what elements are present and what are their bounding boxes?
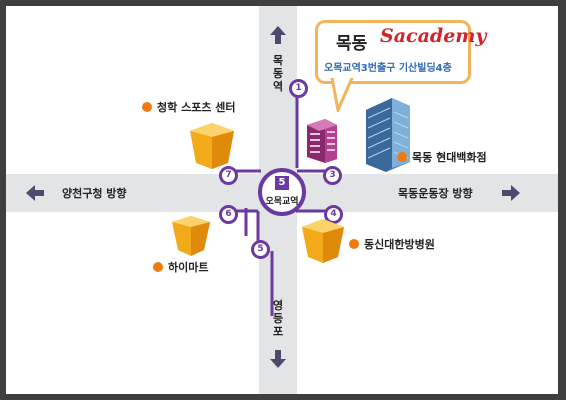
arrow-right-icon <box>502 185 520 201</box>
arrow-up-icon <box>270 26 286 44</box>
east-direction-label: 목동운동장 방향 <box>398 187 473 200</box>
landmark-label-sports-center: 청학 스포츠 센터 <box>157 101 236 114</box>
landmark-dot <box>142 102 152 112</box>
callout-pointer <box>330 78 354 112</box>
arrow-left-icon <box>26 185 44 201</box>
hospital-building-icon <box>302 219 344 263</box>
north-direction-label: 목동역 <box>272 54 284 93</box>
map: 1 3 4 5 6 7 5 오목교역 목동역 영등포 양천구청 방향 목동운동장… <box>6 6 558 394</box>
landmark-dot <box>349 239 359 249</box>
academy-building-icon <box>307 119 337 163</box>
exit-4-marker: 4 <box>324 205 343 224</box>
landmark-label-department-store: 목동 현대백화점 <box>412 151 487 164</box>
station-name: 오목교역 <box>265 197 299 207</box>
sports-center-building-icon <box>190 123 234 169</box>
station-marker: 5 오목교역 <box>258 168 306 216</box>
landmark-label-hospital: 동신대한방병원 <box>364 238 435 251</box>
landmark-dot <box>153 262 163 272</box>
west-direction-label: 양천구청 방향 <box>62 187 127 200</box>
exit-7-marker: 7 <box>219 166 238 185</box>
academy-callout: 목동 Sacademy 오목교역3번출구 기산빌딩4층 <box>315 20 486 84</box>
academy-logo: Sacademy <box>380 25 487 47</box>
landmark-dot <box>397 152 407 162</box>
exit-5-marker: 5 <box>251 240 270 259</box>
exit-3-marker: 3 <box>323 166 342 185</box>
landmark-label-himart: 하이마트 <box>168 261 209 274</box>
himart-building-icon <box>172 216 210 256</box>
academy-address: 오목교역3번출구 기산빌딩4층 <box>324 63 452 74</box>
exit-1-marker: 1 <box>289 79 308 98</box>
callout-title: 목동 <box>336 34 368 54</box>
arrow-down-icon <box>270 350 286 368</box>
south-direction-label: 영등포 <box>272 299 284 338</box>
exit-6-marker: 6 <box>219 205 238 224</box>
line-number-badge: 5 <box>275 176 289 190</box>
